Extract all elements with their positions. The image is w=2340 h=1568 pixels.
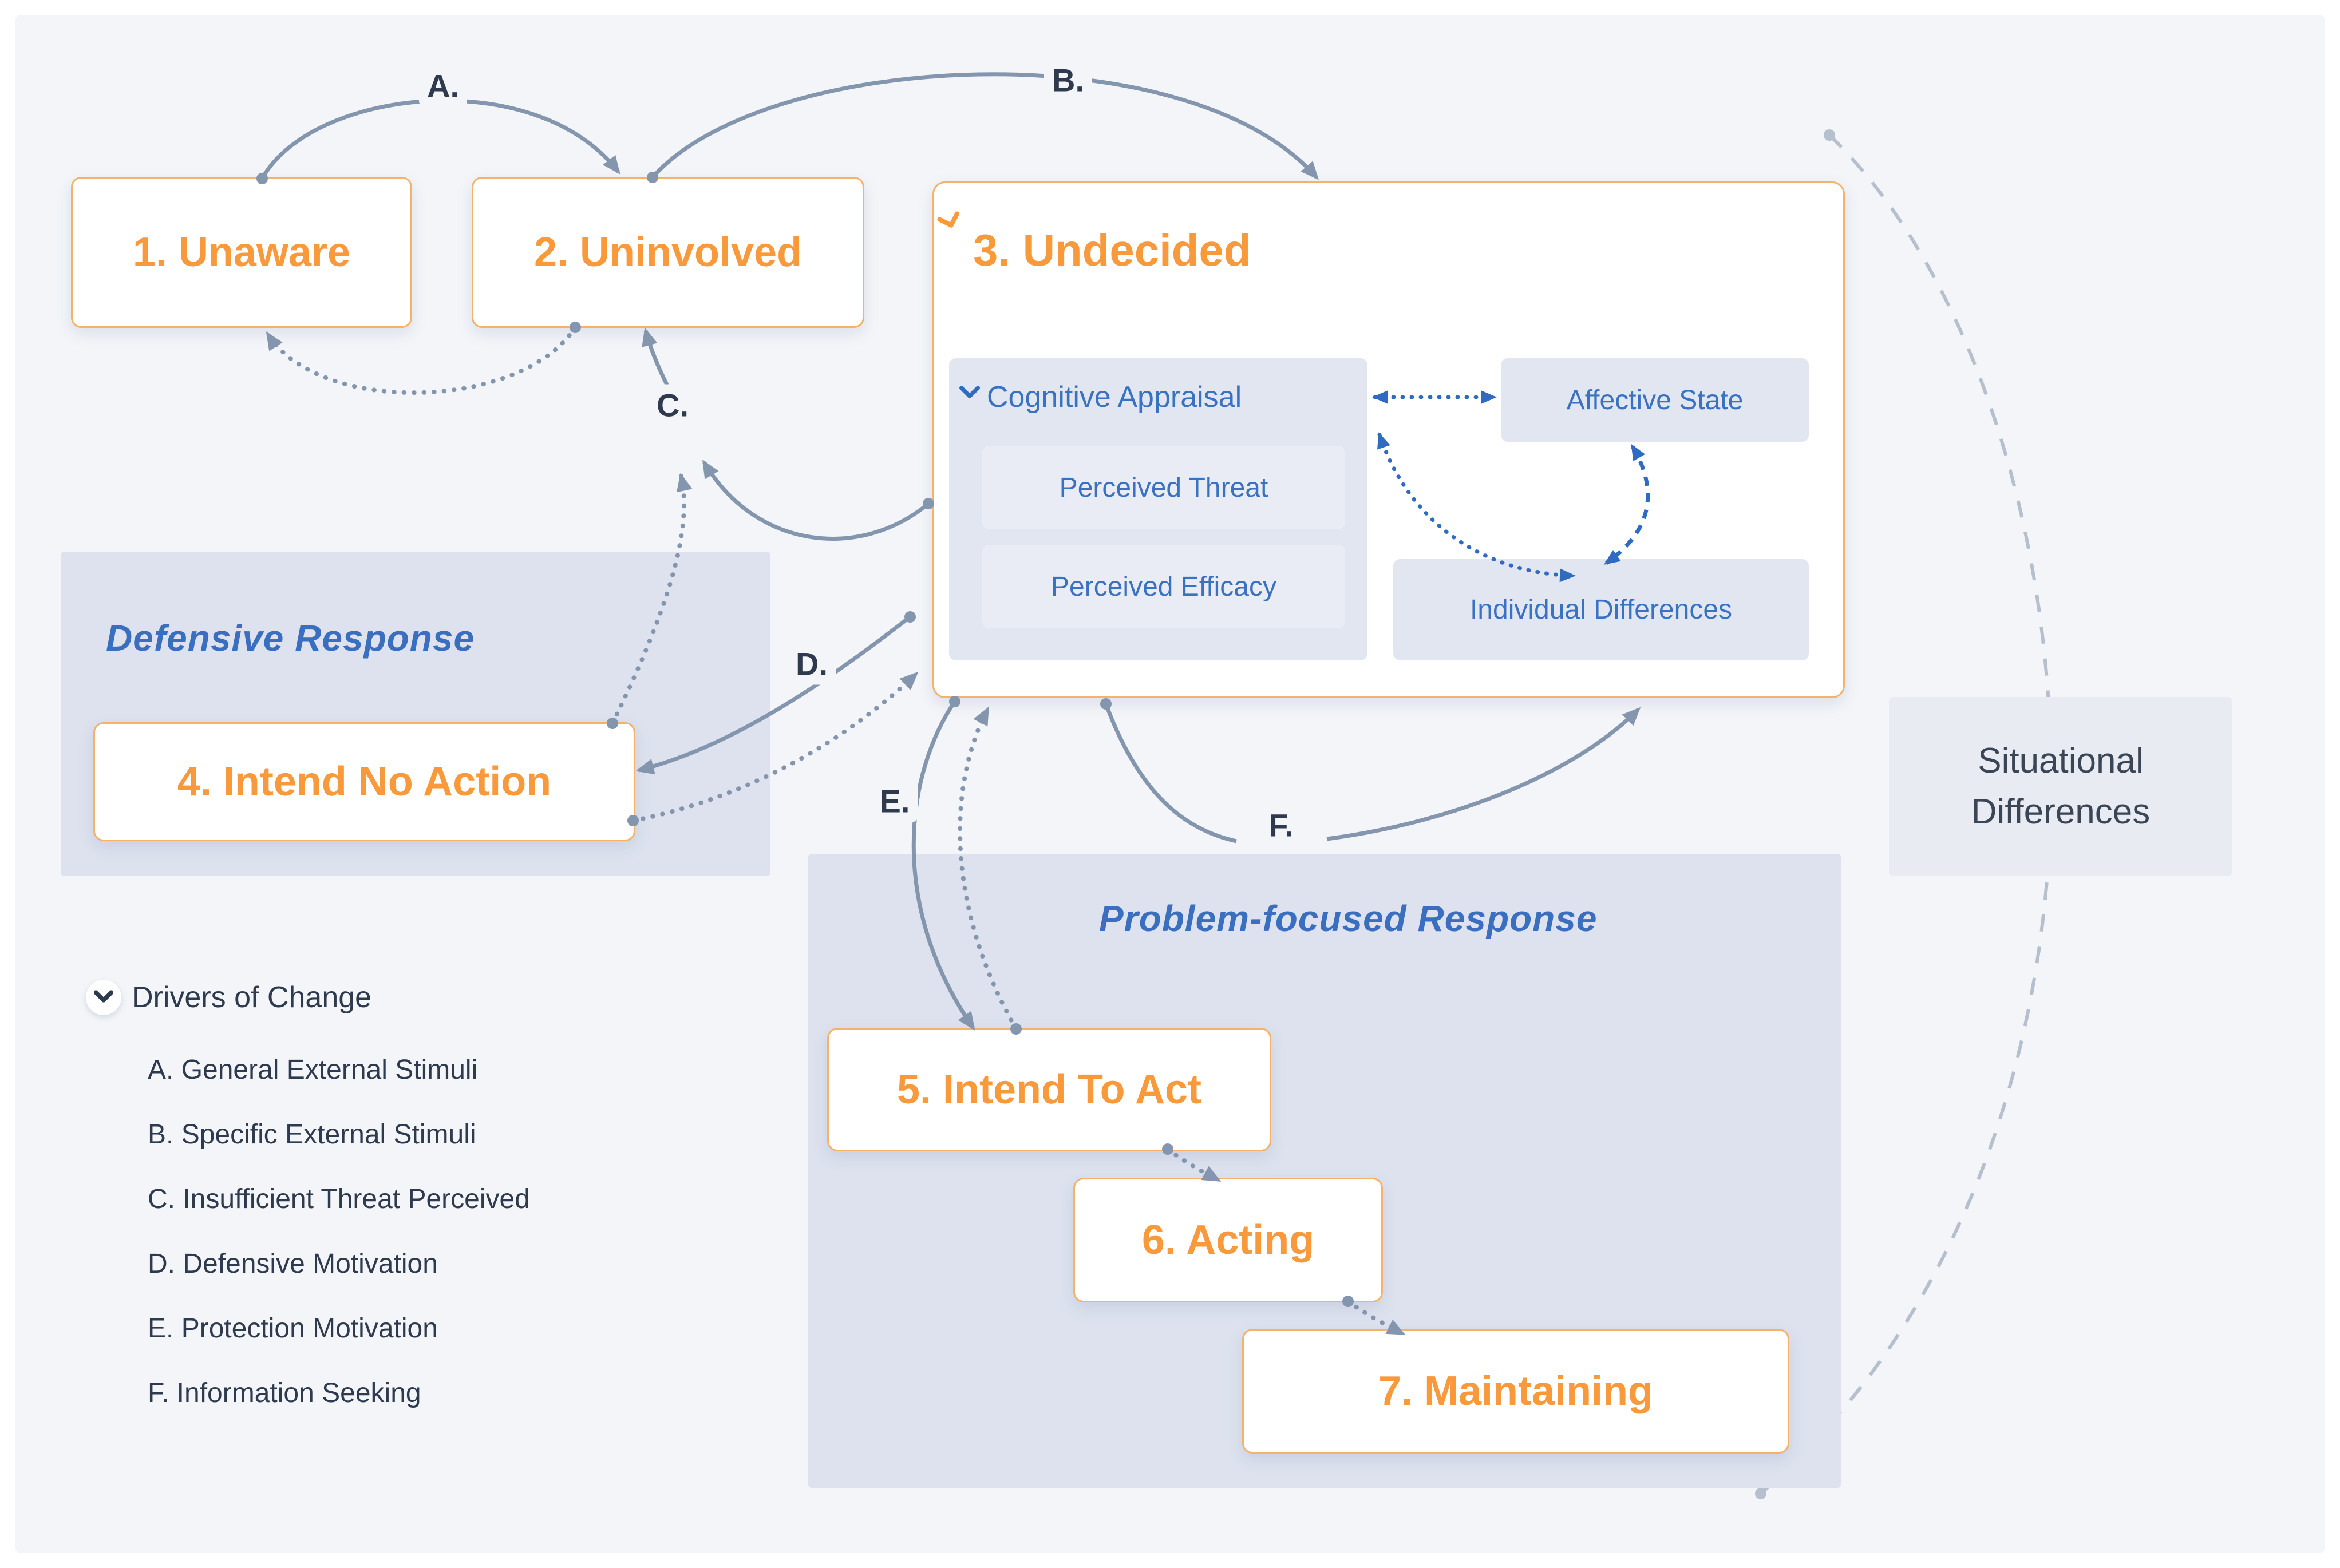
legend-item-b: B. Specific External Stimuli	[148, 1119, 476, 1150]
legend-item-a: A. General External Stimuli	[148, 1055, 478, 1085]
legend-item-e: E. Protection Motivation	[148, 1313, 438, 1344]
perceived-efficacy-label: Perceived Efficacy	[1051, 571, 1276, 602]
problem-focused-response-title: Problem-focused Response	[1099, 898, 1598, 939]
stage-label-intend-to-act: 5. Intend To Act	[897, 1067, 1201, 1112]
perceived-threat-box[interactable]: Perceived Threat	[982, 446, 1345, 529]
perceived-threat-label: Perceived Threat	[1059, 472, 1268, 503]
situational-line2: Differences	[1971, 791, 2151, 831]
legend-item-d: D. Defensive Motivation	[148, 1249, 438, 1279]
stage-box-intend-to-act[interactable]: 5. Intend To Act	[827, 1028, 1271, 1151]
arrow-label-a: A.	[419, 65, 467, 107]
stage-box-acting[interactable]: 6. Acting	[1073, 1178, 1383, 1302]
stage-label-unaware: 1. Unaware	[132, 229, 351, 275]
affective-state-box[interactable]: Affective State	[1501, 358, 1809, 442]
legend-collapse-button[interactable]	[86, 980, 121, 1015]
perceived-efficacy-box[interactable]: Perceived Efficacy	[982, 545, 1345, 628]
individual-differences-label: Individual Differences	[1469, 595, 1733, 625]
drivers-of-change-legend: Drivers of Change A. General External St…	[86, 980, 530, 1442]
arrow-label-c: C.	[649, 384, 697, 426]
legend-item-c: C. Insufficient Threat Perceived	[148, 1184, 530, 1214]
arrow-label-b: B.	[1044, 59, 1092, 101]
stage-label-undecided: 3. Undecided	[973, 225, 1251, 275]
stage-label-acting: 6. Acting	[1141, 1217, 1315, 1263]
situational-differences-box: Situational Differences	[1889, 697, 2232, 876]
affective-state-label: Affective State	[1566, 385, 1744, 415]
collapse-chevron-icon-cognitive-appraisal[interactable]	[959, 385, 980, 402]
defensive-response-title: Defensive Response	[106, 617, 475, 659]
stage-label-maintaining: 7. Maintaining	[1378, 1368, 1654, 1414]
stage-box-intend-no-action[interactable]: 4. Intend No Action	[93, 722, 635, 841]
stage-label-intend-no-action: 4. Intend No Action	[177, 759, 552, 805]
situational-line1: Situational	[1978, 741, 2144, 781]
stage-box-uninvolved[interactable]: 2. Uninvolved	[472, 177, 864, 328]
arrow-label-f: F.	[1260, 804, 1302, 846]
collapse-chevron-icon-undecided[interactable]	[936, 210, 964, 235]
arrow-label-e: E.	[871, 780, 918, 822]
individual-differences-box[interactable]: Individual Differences	[1393, 559, 1809, 660]
stage-box-maintaining[interactable]: 7. Maintaining	[1242, 1329, 1789, 1454]
stage-box-unaware[interactable]: 1. Unaware	[71, 177, 412, 328]
stage-label-uninvolved: 2. Uninvolved	[533, 229, 803, 275]
arrow-label-d: D.	[788, 643, 836, 685]
chevron-down-icon	[93, 989, 114, 1006]
legend-title: Drivers of Change	[132, 981, 372, 1014]
legend-item-f: F. Information Seeking	[148, 1378, 421, 1408]
cognitive-appraisal-label: Cognitive Appraisal	[987, 381, 1242, 414]
